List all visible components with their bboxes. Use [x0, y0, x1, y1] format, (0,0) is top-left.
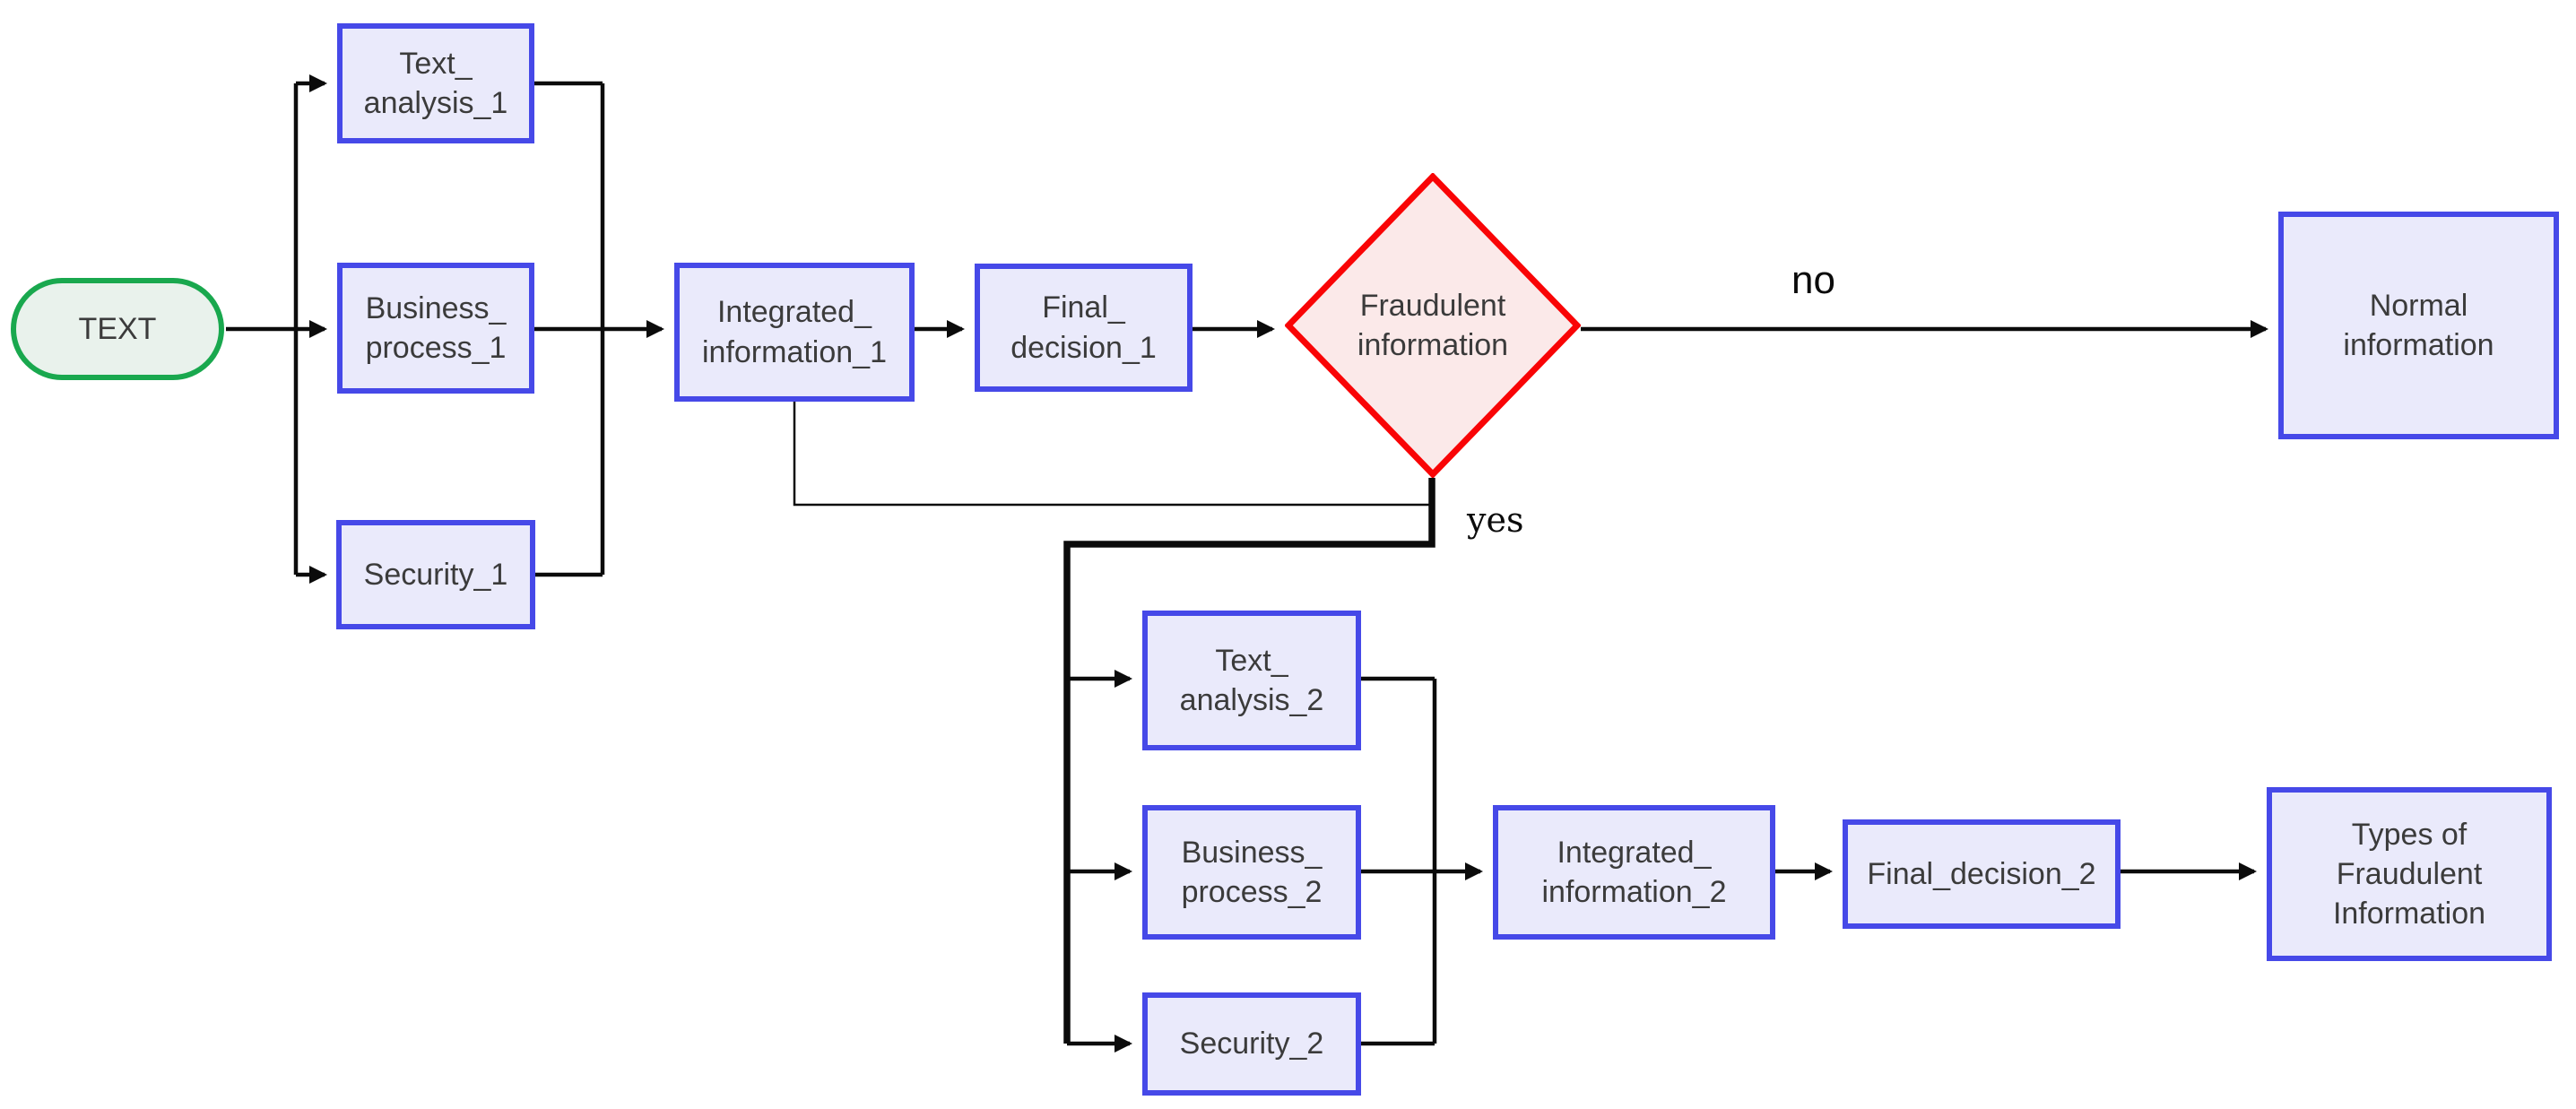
node-integrated-information-1[interactable]: Integrated_ information_1 — [674, 263, 915, 402]
edge-yes-trunk — [1063, 478, 1435, 1044]
node-final-decision-1[interactable]: Final_ decision_1 — [975, 264, 1193, 392]
node-security-2[interactable]: Security_2 — [1142, 992, 1361, 1096]
node-label: TEXT — [78, 311, 157, 346]
node-label: Final_decision_2 — [1867, 856, 2096, 891]
node-label: Fraudulent information — [1357, 288, 1509, 362]
edge-label-yes: yes — [1467, 500, 1524, 540]
node-fraudulent-information-decision[interactable]: Fraudulent information — [1285, 173, 1581, 478]
node-label: Final_ decision_1 — [1010, 290, 1157, 365]
edge-label-no: no — [1791, 258, 1835, 302]
node-start-text[interactable]: TEXT — [11, 278, 224, 380]
node-label: Text_ analysis_2 — [1179, 643, 1324, 717]
node-label: Text_ analysis_1 — [363, 46, 508, 120]
node-business-process-1[interactable]: Business_ process_1 — [337, 263, 534, 394]
node-label: Security_2 — [1179, 1027, 1324, 1061]
node-label: Business_ process_2 — [1181, 835, 1323, 909]
node-integrated-information-2[interactable]: Integrated_ information_2 — [1493, 805, 1775, 940]
node-types-of-fraudulent-information[interactable]: Types of Fraudulent Information — [2267, 787, 2552, 961]
node-label: Normal information — [2343, 288, 2494, 362]
node-final-decision-2[interactable]: Final_decision_2 — [1843, 819, 2121, 929]
node-text-analysis-1[interactable]: Text_ analysis_1 — [337, 23, 534, 143]
node-text-analysis-2[interactable]: Text_ analysis_2 — [1142, 611, 1361, 750]
node-label: Integrated_ information_1 — [701, 295, 887, 369]
node-business-process-2[interactable]: Business_ process_2 — [1142, 805, 1361, 940]
node-label: Types of Fraudulent Information — [2332, 817, 2486, 931]
diamond-shape — [1285, 173, 1581, 478]
node-normal-information[interactable]: Normal information — [2278, 212, 2559, 439]
node-label: Integrated_ information_2 — [1541, 835, 1727, 909]
edge-integrated-1-feedback — [793, 402, 1430, 507]
node-label: Business_ process_1 — [365, 290, 507, 365]
node-security-1[interactable]: Security_1 — [336, 520, 535, 629]
node-label: Security_1 — [363, 557, 508, 592]
